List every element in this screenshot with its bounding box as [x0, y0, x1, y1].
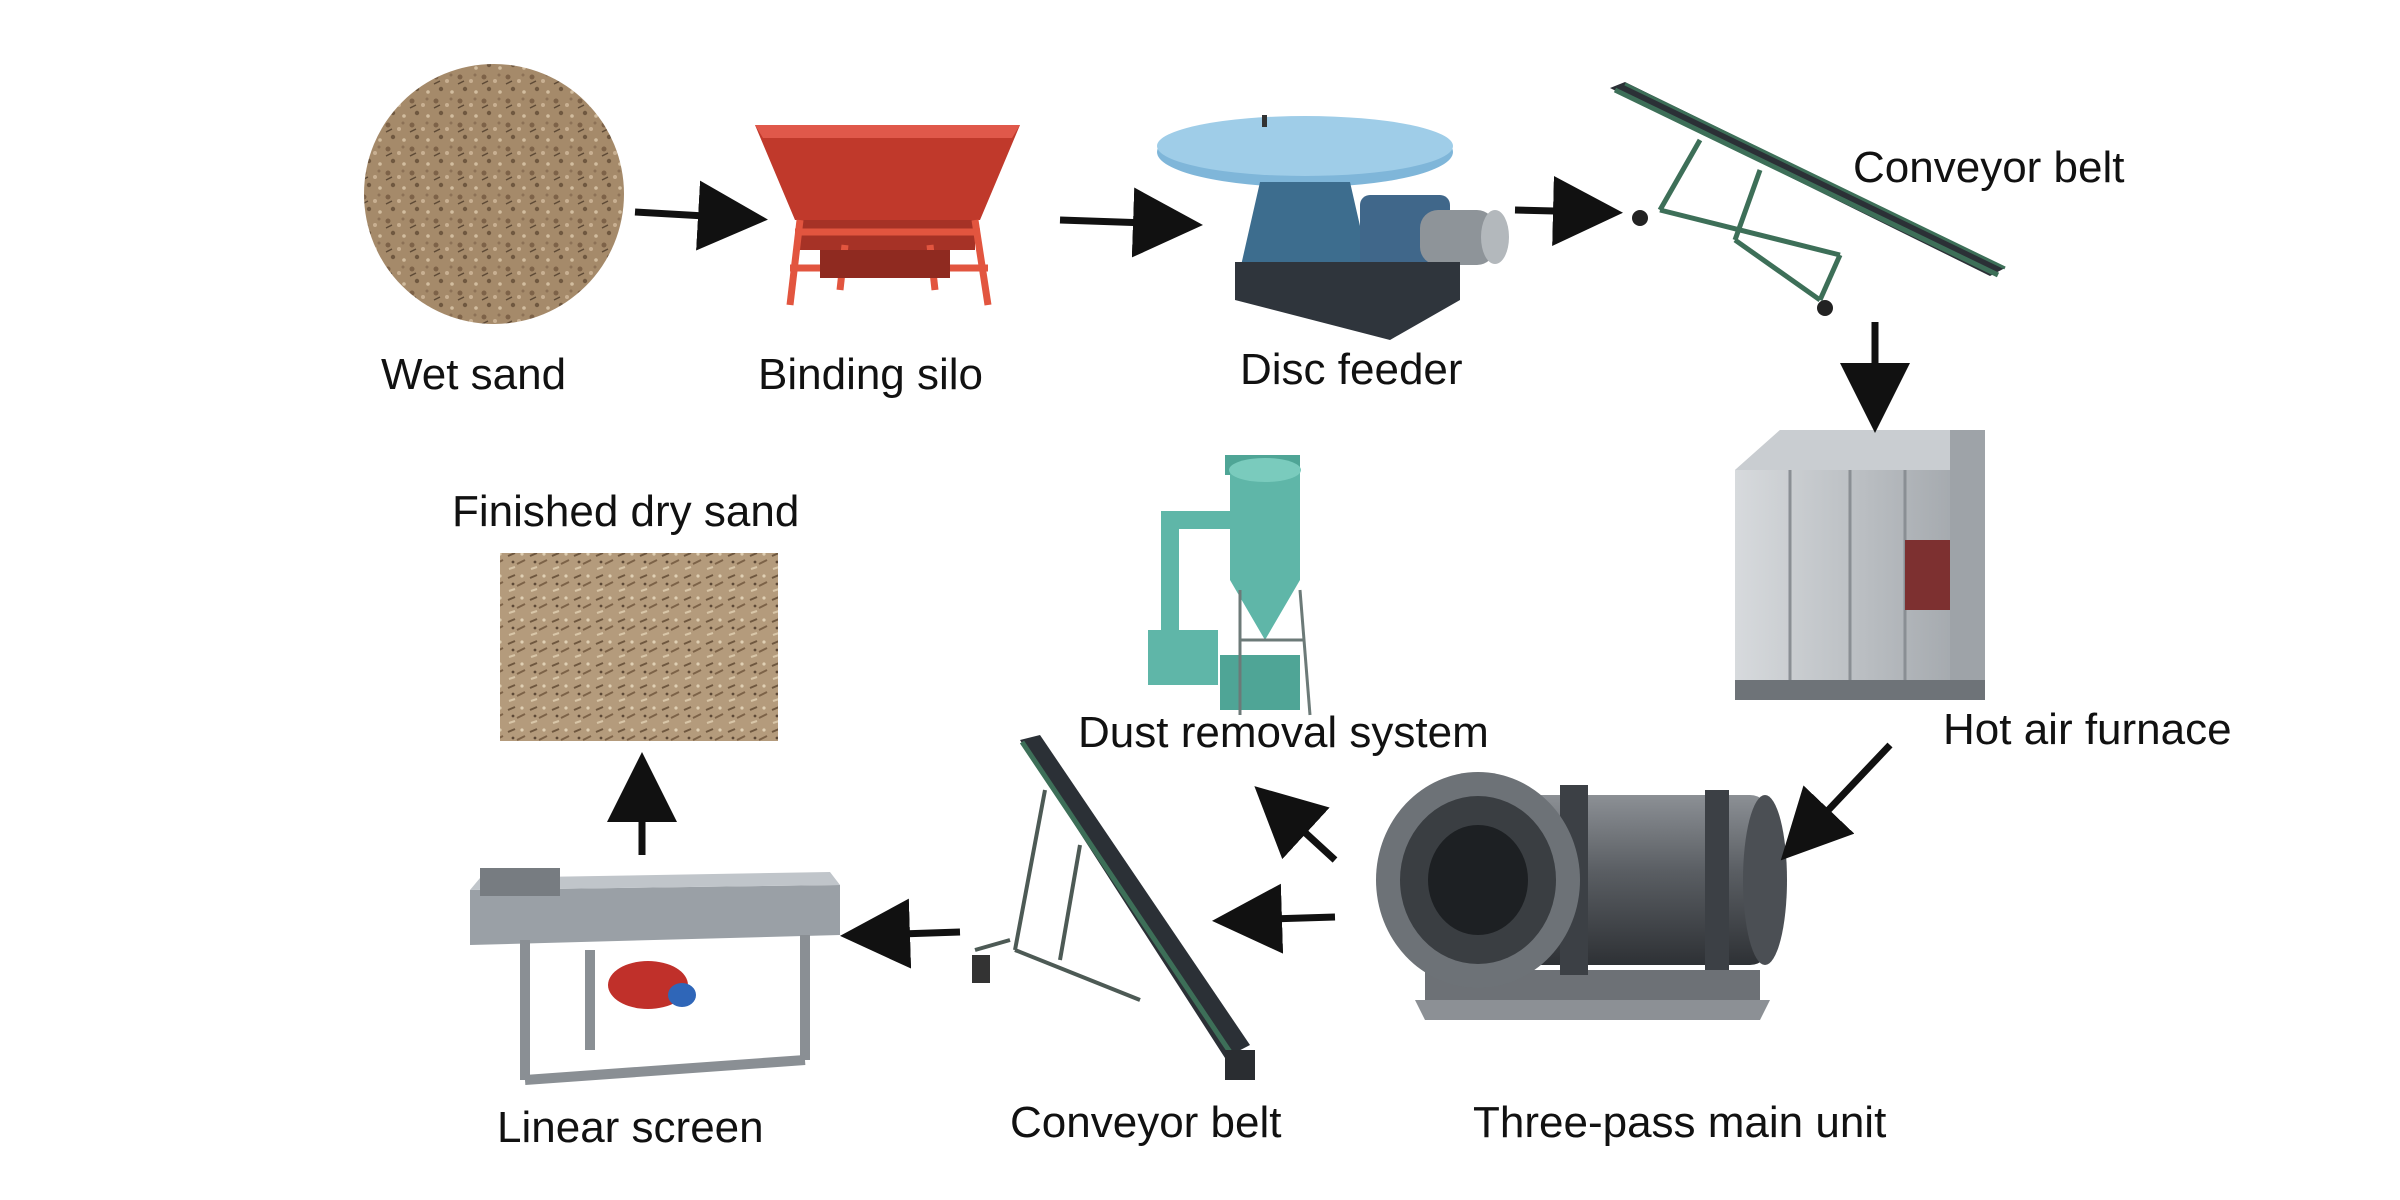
three-pass-main-unit-image — [1376, 772, 1787, 1020]
dust-removal-system-image — [1148, 455, 1312, 716]
arrow-disc-feeder-to-conveyor — [1514, 175, 1623, 246]
label-three-pass-main-unit: Three-pass main unit — [1473, 1098, 1887, 1147]
label-disc-feeder: Disc feeder — [1240, 345, 1463, 394]
label-dust-removal-system: Dust removal system — [1078, 708, 1489, 757]
arrow-silo-to-disc-feeder — [1059, 187, 1203, 258]
conveyor-belt-top-image — [1610, 82, 2006, 316]
arrow-main-unit-to-conveyor — [1212, 883, 1336, 954]
label-linear-screen: Linear screen — [497, 1103, 764, 1152]
finished-dry-sand-image — [500, 553, 778, 741]
disc-feeder-image — [1157, 115, 1509, 340]
label-wet-sand: Wet sand — [381, 350, 567, 399]
label-conveyor-belt-top: Conveyor belt — [1853, 143, 2125, 192]
arrow-wet-sand-to-silo — [634, 180, 768, 251]
binding-silo-image — [755, 125, 1020, 306]
label-hot-air-furnace: Hot air furnace — [1943, 705, 2232, 754]
wet-sand-image — [364, 64, 624, 324]
label-conveyor-belt-bottom: Conveyor belt — [1010, 1098, 1282, 1147]
conveyor-belt-bottom-image — [972, 735, 1255, 1080]
hot-air-furnace-image — [1735, 430, 1985, 700]
label-binding-silo: Binding silo — [758, 350, 984, 399]
arrow-conveyor-to-linear-screen — [840, 898, 961, 969]
arrow-main-unit-to-dust-removal — [1254, 786, 1338, 863]
arrow-furnace-to-main-unit — [1780, 742, 1893, 861]
linear-screen-image — [470, 868, 840, 1085]
label-finished-dry-sand: Finished dry sand — [452, 487, 800, 536]
